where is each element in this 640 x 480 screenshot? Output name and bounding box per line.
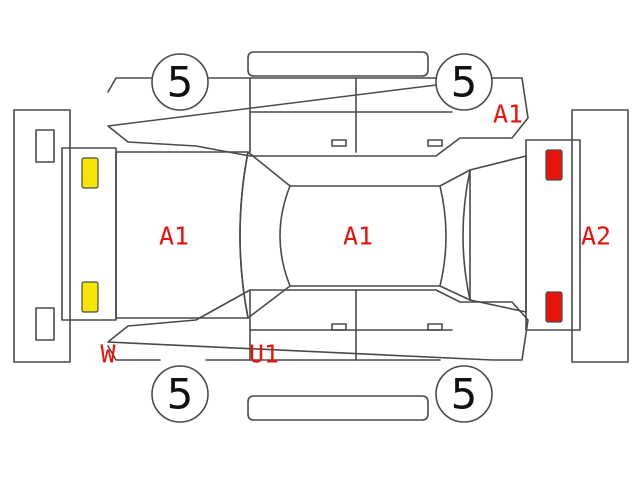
tire-rear-left-value: 5 (167, 370, 194, 419)
tire-front-right: 5 (435, 53, 493, 111)
front-lamp-lower (81, 281, 99, 313)
tire-rear-right: 5 (435, 365, 493, 423)
cabin (239, 151, 527, 319)
tire-front-left: 5 (151, 53, 209, 111)
tire-rear-left: 5 (151, 365, 209, 423)
upper-side-body (107, 77, 529, 157)
damage-codes: A1 A1 A1 A2 W U1 (100, 100, 611, 369)
lower-side-body (107, 289, 529, 361)
code-front-bumper: W (100, 340, 116, 369)
tire-front-left-value: 5 (167, 58, 194, 107)
rear-lamps (545, 149, 563, 323)
tire-rear-right-value: 5 (451, 370, 478, 419)
code-roof: A1 (343, 222, 373, 251)
front-lamp-upper (81, 157, 99, 189)
front-bumper (13, 109, 117, 363)
tire-front-right-value: 5 (451, 58, 478, 107)
roof-rails (247, 51, 429, 421)
rear-bumper (525, 109, 629, 363)
front-lamps (81, 157, 99, 313)
rear-lamp-lower (545, 291, 563, 323)
code-lower-panel: U1 (249, 340, 279, 369)
rear-lamp-upper (545, 149, 563, 181)
code-hood: A1 (159, 222, 189, 251)
code-rear-bumper: A2 (581, 222, 611, 251)
code-front-fender-upper: A1 (493, 100, 523, 129)
